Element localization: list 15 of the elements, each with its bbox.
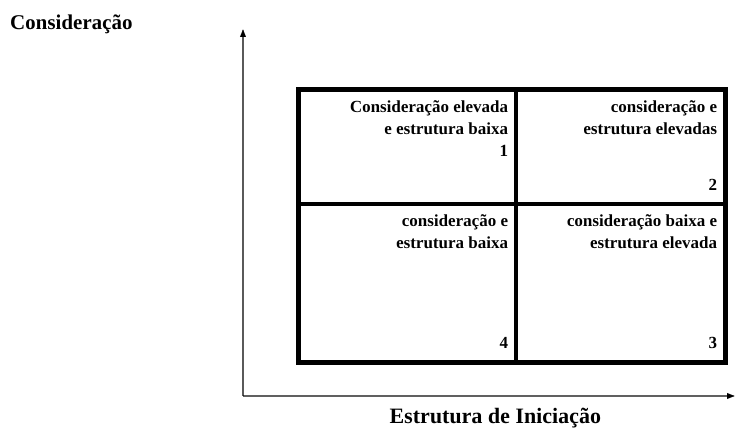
quadrant-cell [516, 204, 723, 360]
quadrant-cell [301, 92, 516, 204]
quadrant-label: consideração e estrutura baixa [395, 210, 508, 254]
quadrant-number: 2 [708, 174, 717, 196]
quadrant-label: Consideração elevada e estrutura baixa [348, 96, 508, 140]
quadrant-number: 1 [500, 140, 508, 162]
axis-title: Consideração [10, 10, 132, 35]
matrix-frame [296, 87, 728, 365]
quadrant-number: 4 [500, 332, 508, 354]
quadrant-label: consideração e estrutura elevadas [582, 96, 717, 140]
quadrant-cell [516, 92, 723, 204]
quadrant-number: 3 [708, 332, 717, 354]
quadrant-label: consideração baixa e estrutura elevada [566, 210, 717, 254]
quadrant-cell [301, 204, 516, 360]
axis-title: Estrutura de Iniciação [390, 403, 601, 429]
